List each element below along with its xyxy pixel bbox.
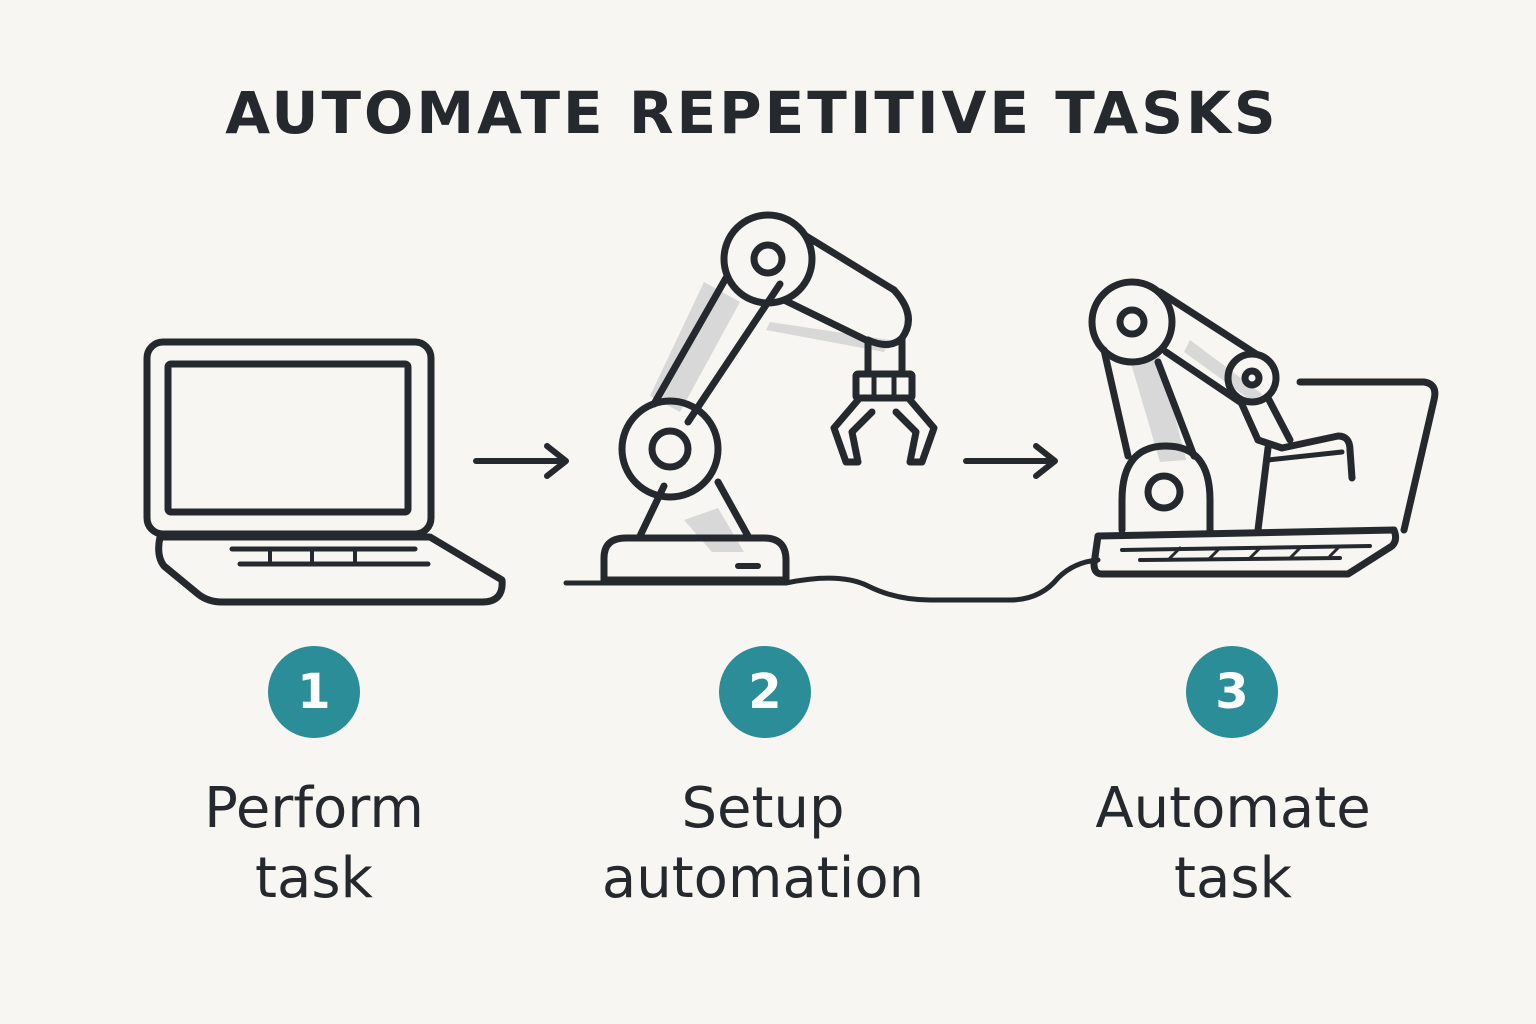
arrow-right-icon xyxy=(473,443,569,479)
laptop-icon xyxy=(143,338,506,606)
step-label-line: automation xyxy=(601,846,925,911)
step-label: Automate task xyxy=(1033,774,1433,914)
step-number-badge: 1 xyxy=(268,646,360,738)
step-label-line: task xyxy=(255,846,373,911)
cable-line xyxy=(563,557,1101,603)
robot-arm-icon xyxy=(600,211,938,584)
step-label: Perform task xyxy=(114,774,514,914)
step-label-line: Setup xyxy=(681,776,845,841)
step-number-badge: 2 xyxy=(719,646,811,738)
diagram-title: AUTOMATE REPETITIVE TASKS xyxy=(225,79,1279,147)
step-label-line: Automate xyxy=(1095,776,1371,841)
step-label-line: task xyxy=(1174,846,1292,911)
step-label: Setup automation xyxy=(563,774,963,914)
step-label-line: Perform xyxy=(204,776,424,841)
arrow-right-icon xyxy=(963,443,1058,479)
robot-arm-at-laptop-icon xyxy=(1088,278,1439,578)
step-number-badge: 3 xyxy=(1186,646,1278,738)
